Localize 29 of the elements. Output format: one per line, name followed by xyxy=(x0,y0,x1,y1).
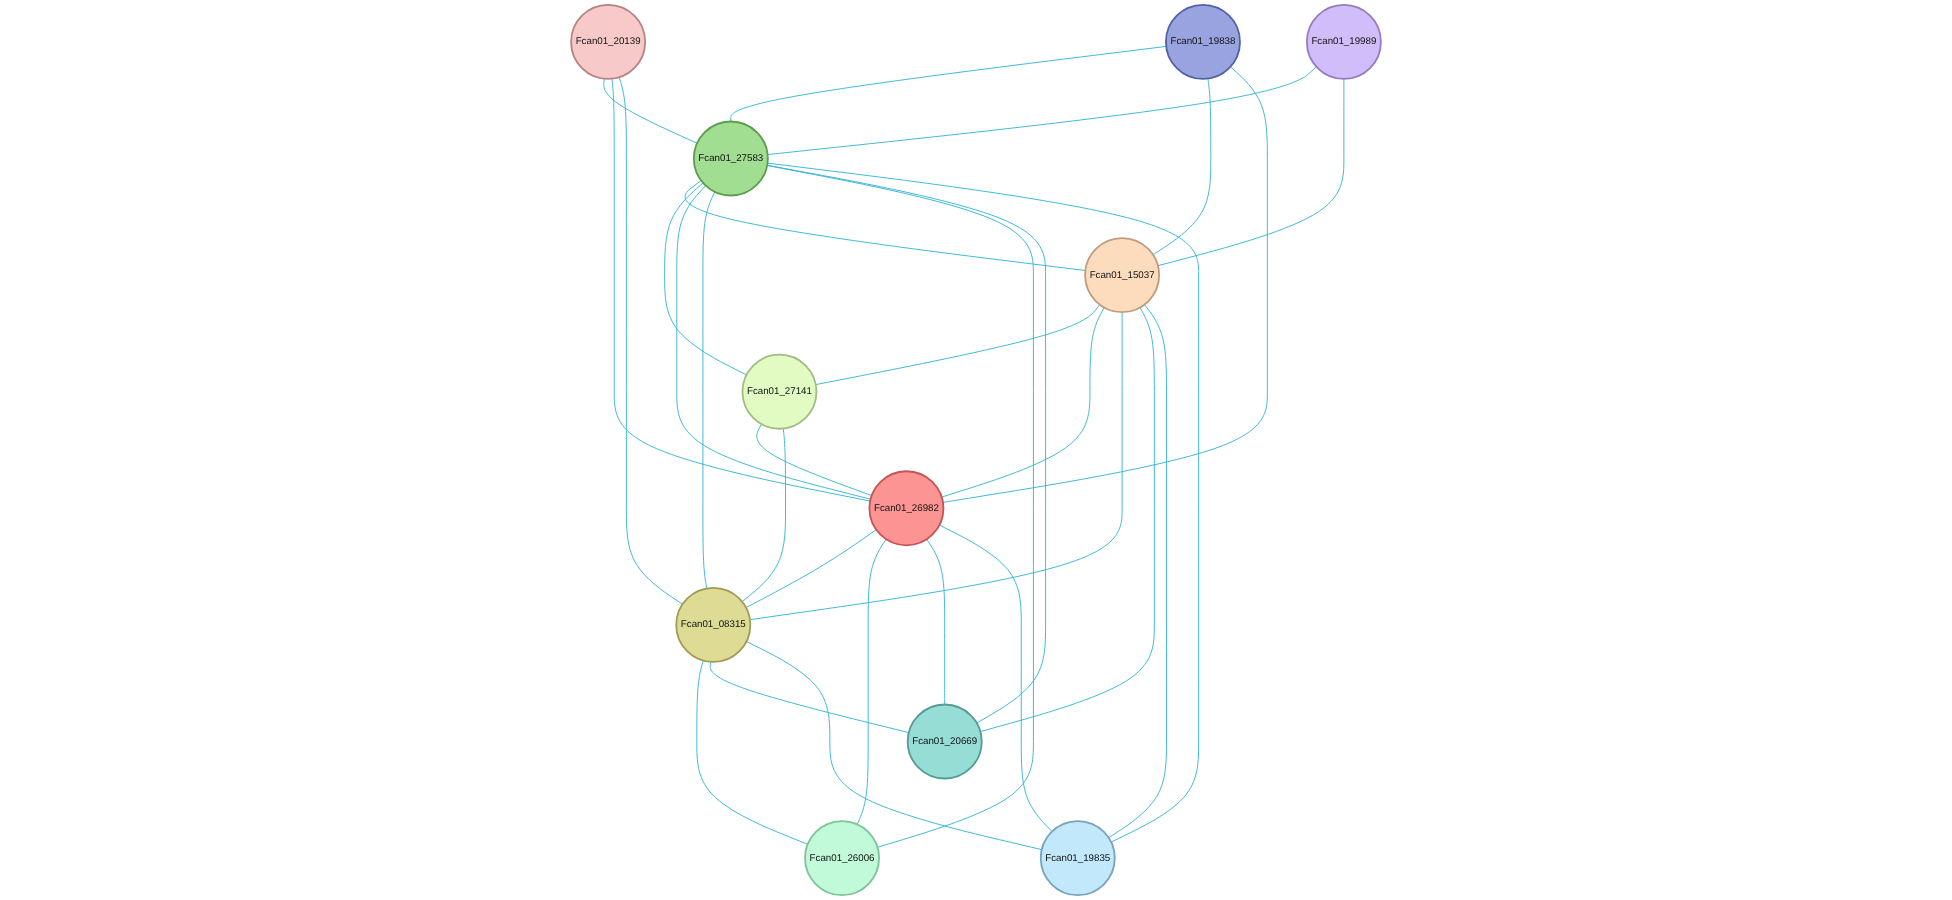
connector xyxy=(676,185,871,500)
connector xyxy=(709,661,910,734)
connector xyxy=(756,423,873,497)
connector xyxy=(766,165,1034,848)
connector xyxy=(926,538,946,705)
connector xyxy=(815,304,1101,386)
connector xyxy=(1152,78,1212,256)
connector xyxy=(702,191,716,589)
connector xyxy=(941,307,1105,498)
connector xyxy=(741,428,786,603)
connector xyxy=(745,529,877,609)
connector xyxy=(611,78,871,502)
connector xyxy=(856,538,887,825)
connector xyxy=(603,78,698,144)
connector xyxy=(939,524,1053,832)
connector xyxy=(745,641,1043,851)
connector xyxy=(767,66,1317,156)
connector xyxy=(766,164,1047,724)
connector xyxy=(1108,304,1167,839)
connector xyxy=(749,311,1123,621)
connector xyxy=(684,180,1086,271)
connector xyxy=(1157,78,1345,267)
connector xyxy=(664,182,747,376)
connector xyxy=(767,162,1200,843)
connector xyxy=(730,45,1167,122)
connector xyxy=(979,307,1155,733)
connector xyxy=(696,660,809,845)
connector xyxy=(618,76,683,605)
connector xyxy=(942,66,1268,503)
